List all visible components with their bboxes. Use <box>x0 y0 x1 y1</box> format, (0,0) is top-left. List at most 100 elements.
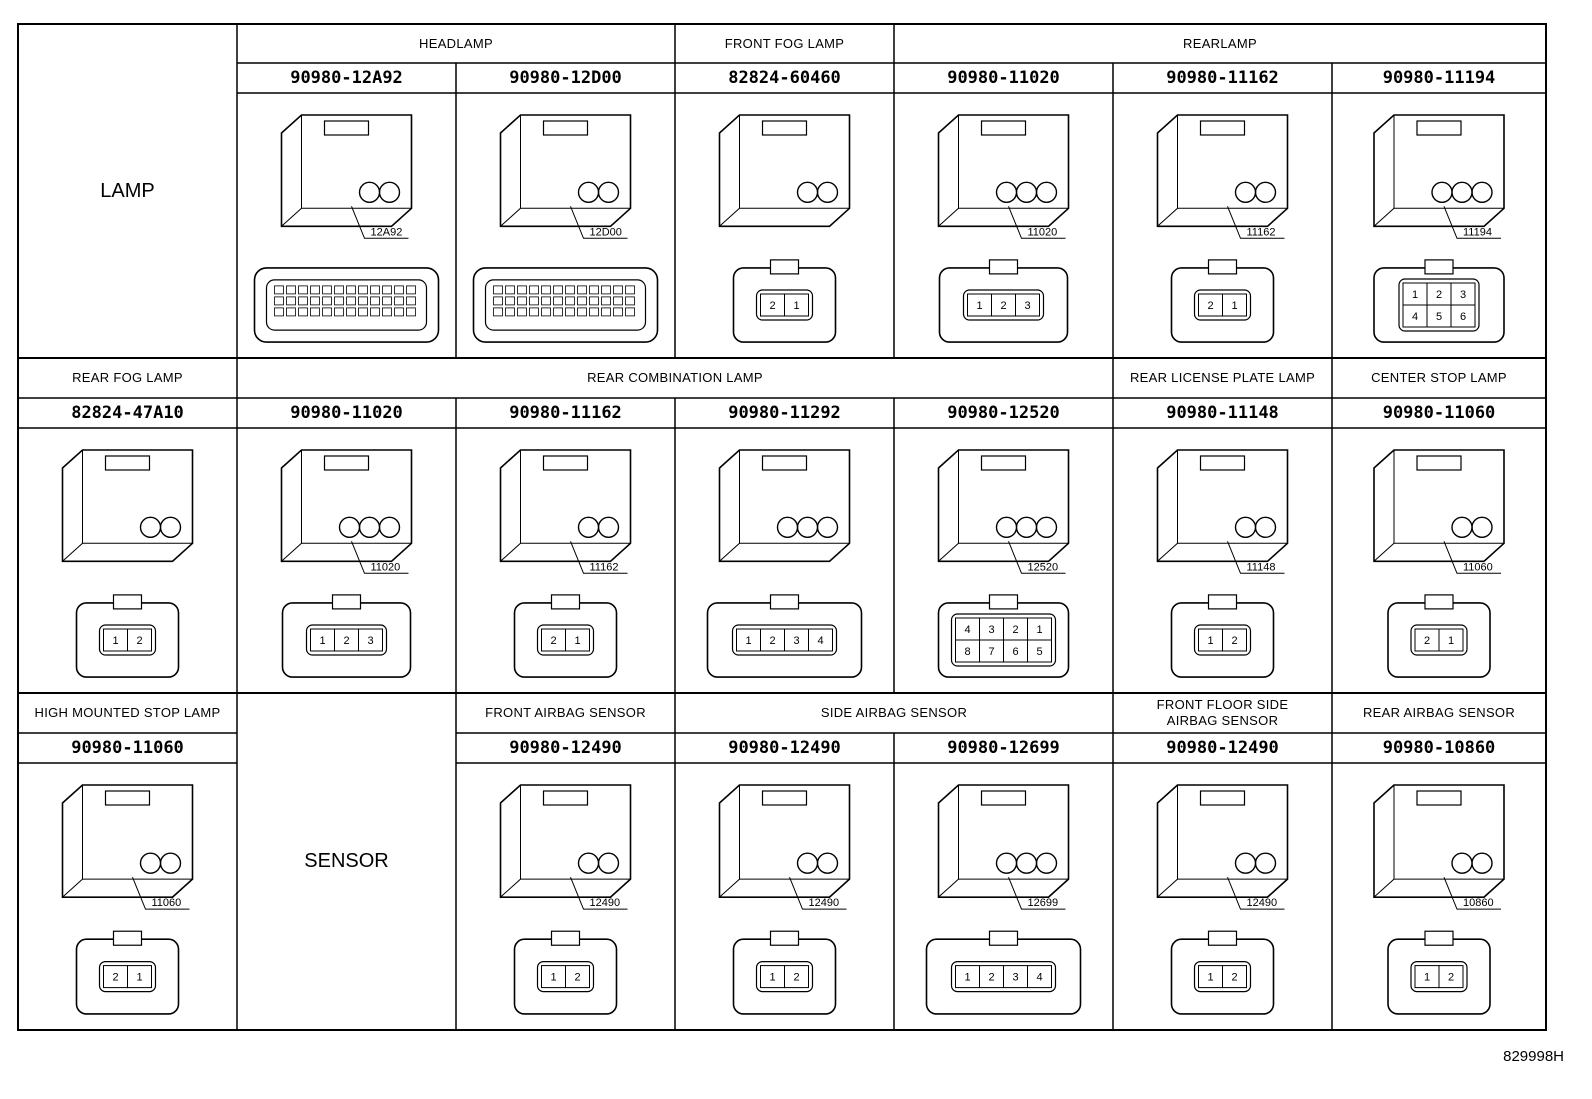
header-rear-fog-lamp: REAR FOG LAMP <box>72 370 183 385</box>
callout-label: 11020 <box>371 561 401 573</box>
pin-number: 2 <box>769 300 775 312</box>
pin-number: 2 <box>1231 635 1237 647</box>
part-number: 90980-12490 <box>509 738 622 758</box>
header-rearlamp: REARLAMP <box>1183 35 1257 51</box>
header-front-fog-lamp: FRONT FOG LAMP <box>724 35 845 51</box>
part-number: 90980-11020 <box>290 403 403 423</box>
part-number: 90980-11162 <box>1166 68 1279 88</box>
pin-number: 1 <box>1412 289 1418 301</box>
callout-label: 10860 <box>1463 897 1494 909</box>
callout-label: 11020 <box>1028 226 1058 238</box>
part-number: 90980-12D00 <box>509 68 622 88</box>
part-number: 82824-60460 <box>728 68 841 88</box>
row-label-lamp: LAMP <box>100 179 155 202</box>
drawing-id: 829998H <box>1503 1048 1564 1065</box>
part-number: 90980-11292 <box>728 403 841 423</box>
pin-number: 1 <box>574 635 580 647</box>
header-front-floor-side-airbag-sensor: FRONT FLOOR SIDE AIRBAG SENSOR <box>1156 697 1289 728</box>
pin-number: 4 <box>1036 972 1042 984</box>
pin-number: 2 <box>574 972 580 984</box>
pin-number: 1 <box>136 972 142 984</box>
pin-number: 1 <box>1036 624 1042 636</box>
header-front-airbag-sensor: FRONT AIRBAG SENSOR <box>485 705 646 720</box>
part-number: 90980-12520 <box>947 403 1060 423</box>
header-rear-combination-lamp: REAR COMBINATION LAMP <box>587 370 763 385</box>
pin-number: 4 <box>817 635 823 647</box>
header-center-stop-lamp: CENTER STOP LAMP <box>1371 370 1507 385</box>
pin-number: 1 <box>976 300 982 312</box>
pin-number: 2 <box>136 635 142 647</box>
callout-label: 11148 <box>1247 561 1276 573</box>
callout-label: 11060 <box>1463 561 1493 573</box>
connector-icon: 11060 2 1 <box>61 784 194 1015</box>
part-number: 90980-10860 <box>1382 738 1496 758</box>
connector-face-icon <box>472 267 659 343</box>
pin-number: 2 <box>1012 624 1018 636</box>
pin-number: 3 <box>1012 972 1018 984</box>
row-label-sensor: SENSOR <box>304 850 389 872</box>
part-number: 90980-12490 <box>728 738 841 758</box>
callout-label: 12520 <box>1028 561 1059 573</box>
pin-number: 2 <box>112 972 118 984</box>
connector-icon: 12A92 <box>253 114 440 343</box>
part-number: 90980-12A92 <box>290 68 403 88</box>
part-number: 90980-11060 <box>71 738 184 758</box>
pin-number: 6 <box>1460 311 1466 323</box>
header-side-airbag-sensor: SIDE AIRBAG SENSOR <box>820 705 968 720</box>
pin-number: 1 <box>1424 972 1430 984</box>
pin-number: 2 <box>343 635 349 647</box>
pin-number: 6 <box>1012 646 1018 658</box>
header-headlamp: HEADLAMP <box>419 35 493 51</box>
callout-label: 12490 <box>590 897 621 909</box>
pin-number: 3 <box>1024 300 1030 312</box>
pin-number: 2 <box>988 972 994 984</box>
header-high-mounted-stop-lamp: HIGH MOUNTED STOP LAMP <box>34 705 221 720</box>
pin-number: 1 <box>745 635 751 647</box>
callout-label: 12490 <box>1247 897 1278 909</box>
pin-number: 1 <box>793 300 799 312</box>
pin-number: 2 <box>1207 300 1213 312</box>
pin-number: 5 <box>1036 646 1042 658</box>
connector-face-icon: 1 2 3 4 <box>925 930 1082 1015</box>
pin-number: 2 <box>1424 635 1430 647</box>
pin-number: 1 <box>769 972 775 984</box>
header-rear-license-plate-lamp: REAR LICENSE PLATE LAMP <box>1129 370 1316 385</box>
pin-number: 2 <box>1231 972 1237 984</box>
part-number: 90980-11194 <box>1382 68 1496 88</box>
connector-face-icon <box>253 267 440 343</box>
pin-number: 2 <box>1448 972 1454 984</box>
part-number: 90980-11020 <box>947 68 1060 88</box>
callout-label: 11060 <box>152 897 182 909</box>
callout-label: 12490 <box>809 897 840 909</box>
pin-number: 1 <box>964 972 970 984</box>
pin-number: 2 <box>769 635 775 647</box>
part-number: 90980-12490 <box>1166 738 1279 758</box>
pin-number: 1 <box>1207 972 1213 984</box>
